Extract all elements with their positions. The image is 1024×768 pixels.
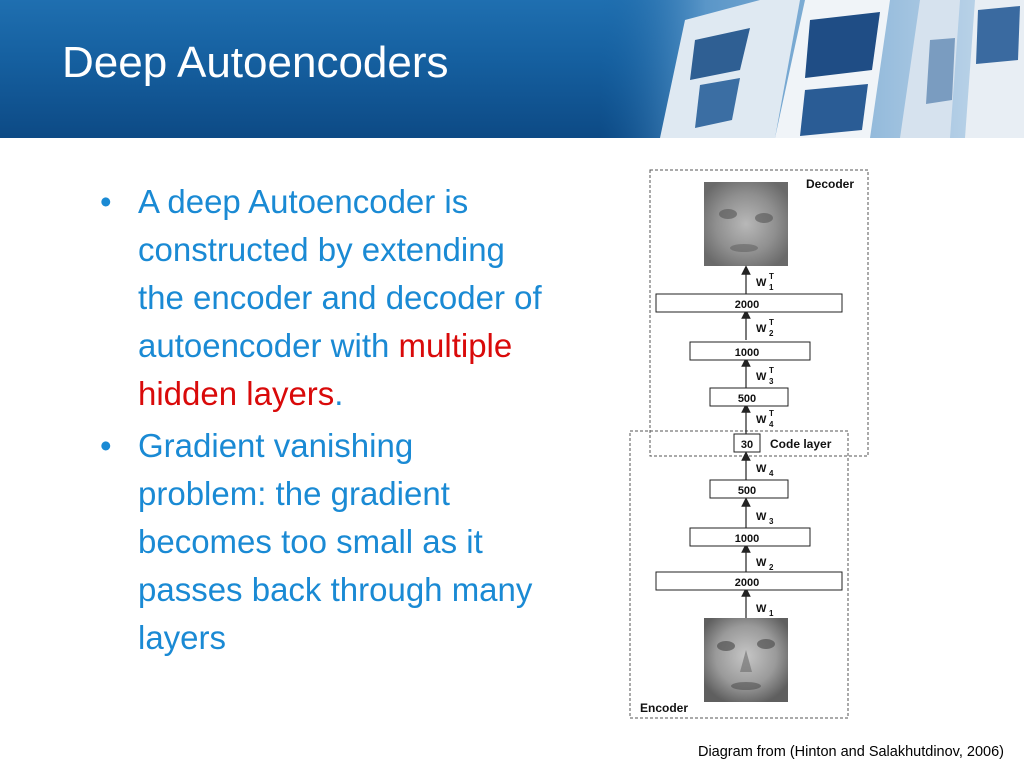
layer-label: 2000	[735, 577, 759, 589]
weight-transpose: T	[769, 272, 774, 281]
encoder-group	[629, 430, 849, 719]
weight-subscript: 4	[769, 420, 774, 429]
code-layer-label: Code layer	[770, 437, 832, 451]
layer-label: 1000	[735, 533, 759, 545]
bullet-dot-icon: •	[100, 427, 112, 464]
layer-box-500-encoder	[709, 479, 789, 499]
weight-label: W	[756, 414, 767, 426]
weight-label: W	[756, 371, 767, 383]
code-layer-value: 30	[741, 439, 753, 451]
layer-box-2000-decoder	[655, 293, 843, 313]
layer-label: 2000	[735, 299, 759, 311]
input-face-eye	[717, 641, 735, 651]
input-face-nose	[740, 650, 752, 672]
output-face-mouth	[730, 244, 758, 252]
weight-label: W	[756, 323, 767, 335]
bullet-list: • A deep Autoencoder is constructed by e…	[100, 178, 550, 662]
slide-header: Deep Autoencoders	[0, 0, 1024, 138]
decoder-label: Decoder	[806, 177, 854, 191]
layer-label: 500	[738, 485, 756, 497]
weight-label: W	[756, 603, 767, 615]
weight-label: W	[756, 277, 767, 289]
input-face-eye	[757, 639, 775, 649]
decoder-group	[649, 169, 869, 457]
weight-label: W	[756, 511, 767, 523]
autoencoder-diagram: Decoder Encoder W 1 T W 2 T W 3 T W 4 T …	[629, 169, 869, 719]
diagram-caption: Diagram from (Hinton and Salakhutdinov, …	[697, 744, 1004, 760]
output-face-eye	[719, 209, 737, 219]
layer-box-500-decoder	[709, 387, 789, 407]
weight-transpose: T	[769, 409, 774, 418]
weight-label: W	[756, 463, 767, 475]
weight-subscript: 2	[769, 563, 774, 572]
bullet-item: • A deep Autoencoder is constructed by e…	[100, 178, 550, 418]
layer-label: 500	[738, 393, 756, 405]
weight-transpose: T	[769, 318, 774, 327]
slide-title: Deep Autoencoders	[62, 38, 449, 87]
weight-label: W	[756, 557, 767, 569]
bullet-item: • Gradient vanishing problem: the gradie…	[100, 422, 550, 662]
layer-box-2000-encoder	[655, 571, 843, 591]
bullet-text: Gradient vanishing problem: the gradient…	[138, 427, 533, 656]
output-face-eye	[755, 213, 773, 223]
bullet-dot-icon: •	[100, 183, 112, 220]
weight-subscript: 3	[769, 517, 774, 526]
city-buildings-image	[600, 0, 1024, 138]
weight-subscript: 4	[769, 469, 774, 478]
weight-transpose: T	[769, 366, 774, 375]
bullet-highlight: multiple hidden layers	[138, 327, 513, 412]
layer-label: 1000	[735, 347, 759, 359]
weight-subscript: 1	[769, 609, 774, 618]
bullet-tail: .	[334, 375, 344, 412]
weight-subscript: 1	[769, 283, 774, 292]
output-face-image	[704, 182, 788, 266]
weight-subscript: 2	[769, 329, 774, 338]
bullet-text: A deep Autoencoder is constructed by ext…	[138, 183, 542, 364]
encoder-label: Encoder	[640, 701, 688, 715]
weight-subscript: 3	[769, 377, 774, 386]
layer-box-1000-encoder	[689, 527, 811, 547]
layer-box-1000-decoder	[689, 341, 811, 361]
input-face-mouth	[731, 682, 761, 690]
